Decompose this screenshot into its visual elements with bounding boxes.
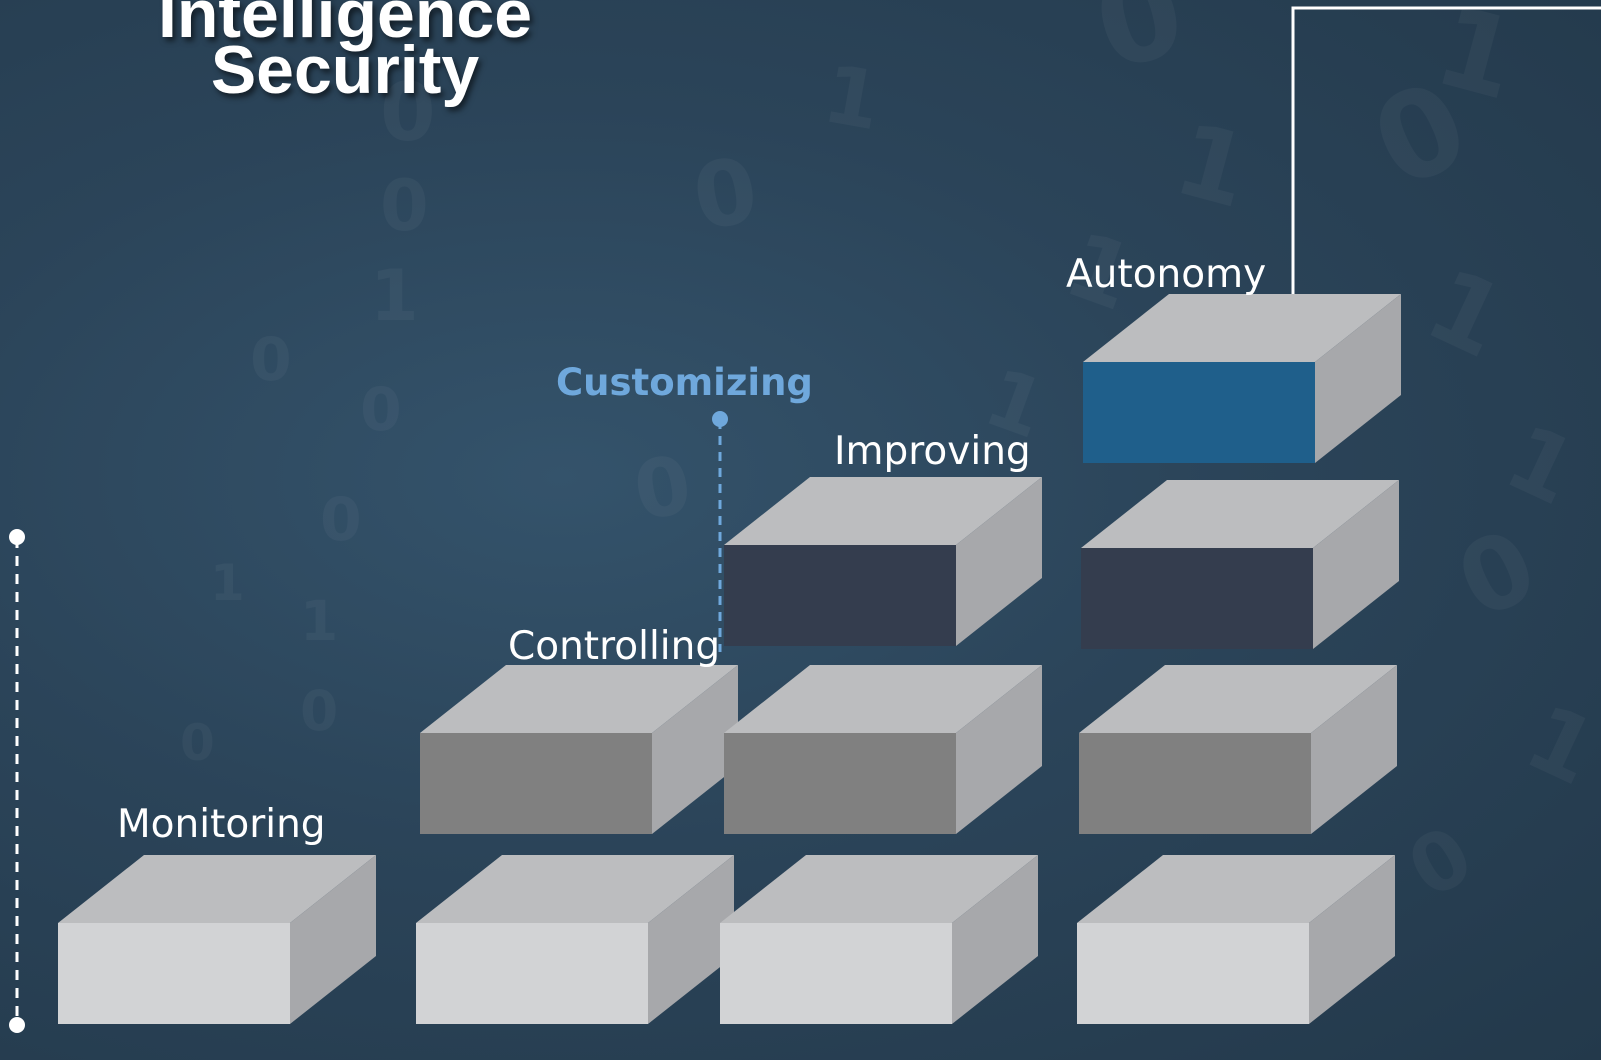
label-monitoring: Monitoring: [117, 802, 326, 847]
block-front-face: [720, 923, 952, 1024]
title-line-2: Security: [210, 32, 480, 108]
block-side-face: [956, 477, 1042, 646]
block-front-face: [1077, 923, 1309, 1024]
label-autonomy: Autonomy: [1066, 252, 1267, 297]
block-front-face: [1083, 362, 1315, 463]
block-top-face: [1083, 294, 1401, 362]
block-autonomy-middle: [1079, 665, 1397, 834]
block-autonomy-upper: [1081, 480, 1399, 649]
block-improving-middle: [724, 665, 1042, 834]
block-autonomy: [1083, 294, 1401, 463]
block-front-face: [420, 733, 652, 834]
background-digit: 0: [250, 325, 292, 395]
background-digit: 1: [300, 589, 338, 653]
block-top-face: [724, 477, 1042, 545]
block-top-face: [420, 665, 738, 733]
background-digit: 0: [320, 485, 362, 555]
block-top-face: [1077, 855, 1395, 923]
block-improving-base: [720, 855, 1038, 1024]
block-top-face: [720, 855, 1038, 923]
block-autonomy-base: [1077, 855, 1395, 1024]
block-improving: [724, 477, 1042, 646]
block-side-face: [956, 665, 1042, 834]
background-digit: 0: [380, 66, 436, 159]
block-top-face: [1079, 665, 1397, 733]
block-side-face: [1311, 665, 1397, 834]
block-group: [58, 294, 1401, 1024]
block-controlling: [420, 665, 738, 834]
block-top-face: [724, 665, 1042, 733]
label-controlling: Controlling: [508, 624, 721, 669]
block-front-face: [416, 923, 648, 1024]
background-digit: 1: [210, 554, 245, 612]
customizing-dot: [712, 411, 728, 427]
block-side-face: [1315, 294, 1401, 463]
progress-line-end-dot: [9, 1017, 25, 1033]
block-top-face: [1081, 480, 1399, 548]
block-front-face: [1081, 548, 1313, 649]
background-digit: 0: [380, 165, 429, 247]
block-monitoring: [58, 855, 376, 1024]
label-customizing: Customizing: [556, 361, 813, 404]
block-side-face: [648, 855, 734, 1024]
block-front-face: [724, 545, 956, 646]
block-side-face: [290, 855, 376, 1024]
progress-line-start-dot: [9, 529, 25, 545]
label-improving: Improving: [834, 429, 1031, 474]
block-top-face: [416, 855, 734, 923]
block-side-face: [652, 665, 738, 834]
background-digit: 0: [360, 375, 402, 445]
block-front-face: [1079, 733, 1311, 834]
block-controlling-base: [416, 855, 734, 1024]
title-line-1: Intelligence: [157, 0, 533, 52]
background-digit: 0: [180, 714, 215, 772]
block-side-face: [1313, 480, 1399, 649]
block-top-face: [58, 855, 376, 923]
connector-group: [9, 6, 1601, 1033]
background-digit: 1: [370, 255, 419, 337]
block-front-face: [724, 733, 956, 834]
block-side-face: [1309, 855, 1395, 1024]
background-digit: 0: [300, 679, 338, 743]
block-front-face: [58, 923, 290, 1024]
autonomy-bracket-line: [1291, 6, 1601, 294]
block-side-face: [952, 855, 1038, 1024]
